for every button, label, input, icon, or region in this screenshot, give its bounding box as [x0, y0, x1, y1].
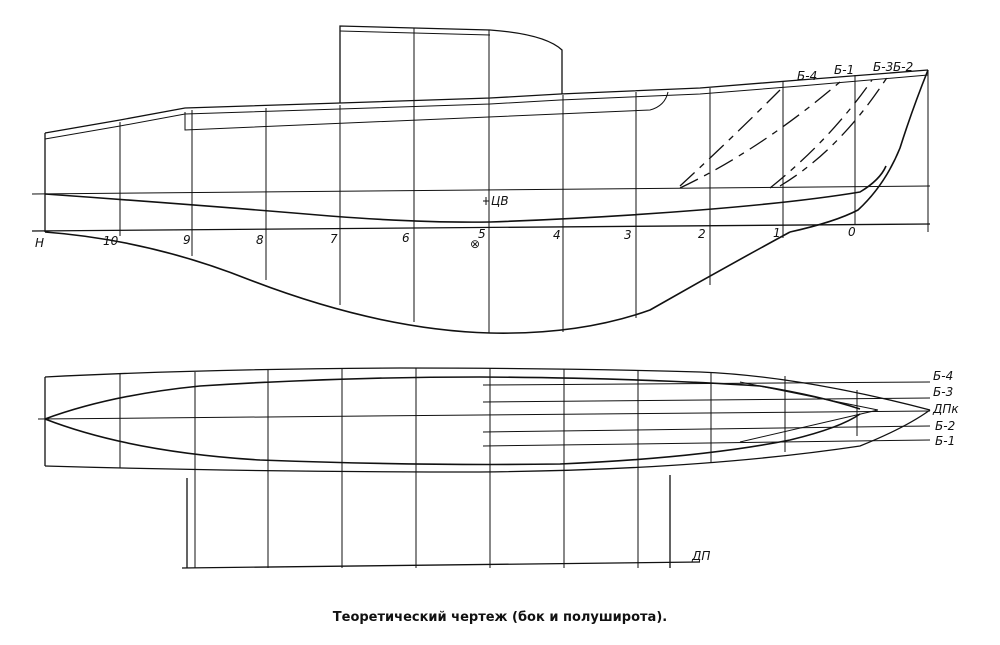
plan-centerline — [37, 410, 931, 420]
profile-buttock-labels: Б-4 Б-1 Б-3 Б-2 — [797, 60, 913, 83]
station-label: 1 — [773, 226, 781, 240]
buttock-b2-profile — [779, 75, 889, 187]
deck-line-inner — [44, 74, 929, 140]
station-label: 9 — [183, 233, 191, 247]
baseline — [31, 223, 931, 232]
plan-dp-line — [181, 561, 701, 569]
plan-lower-edge — [44, 409, 931, 473]
station-label: 2 — [698, 227, 706, 241]
deck-line — [44, 69, 929, 134]
station-label: 4 — [553, 228, 561, 242]
buttock-label: Б-2 — [935, 419, 955, 433]
buttock-b1-plan — [482, 439, 931, 447]
buttock-label: ДПк — [932, 402, 959, 416]
plan-waterline-lower — [44, 413, 861, 466]
midship-mark: ⊗ — [470, 237, 480, 251]
buttock-label: Б-1 — [935, 434, 955, 448]
profile-station-labels: Н 10 9 8 7 6 5 4 3 2 1 0 ⊗ — [35, 225, 856, 251]
plan-upper-edge — [44, 367, 931, 411]
plan-buttock-labels: Б-4 Б-3 ДПк Б-2 Б-1 — [932, 369, 959, 448]
wheelhouse-roof-inner — [339, 30, 491, 36]
cb-label: ЦВ — [491, 194, 509, 208]
buttock-b3-profile — [769, 79, 873, 189]
figure-caption: Теоретический чертеж (бок и полуширота). — [332, 610, 668, 625]
wheelhouse — [339, 25, 563, 103]
buttock-b4-plan — [482, 381, 931, 386]
station-label: Н — [35, 236, 44, 250]
station-label: 5 — [478, 227, 486, 241]
plan-keel-line — [739, 381, 879, 411]
keel-line — [44, 165, 887, 223]
plan-station-lines — [119, 368, 858, 568]
station-label: 7 — [330, 232, 338, 246]
plan-dp-label: ДП — [691, 549, 710, 563]
buttock-b2-plan — [482, 425, 931, 433]
profile-station-lines — [119, 28, 856, 333]
station-label: 0 — [848, 225, 856, 239]
buttock-b3-plan — [482, 397, 931, 403]
station-label: 3 — [624, 228, 632, 242]
buttock-label: Б-2 — [893, 60, 913, 74]
station-label: 6 — [402, 231, 410, 245]
buttock-label: Б-4 — [797, 69, 817, 83]
plan-view: ДП Б-4 Б-3 ДПк Б-2 Б-1 — [37, 367, 959, 569]
station-label: 10 — [103, 234, 119, 248]
bottom-profile — [44, 231, 791, 334]
plan-keel-line — [739, 409, 879, 443]
buttock-label: Б-3 — [933, 385, 953, 399]
buttock-label: Б-1 — [834, 63, 854, 77]
profile-view: ЦВ Н 10 9 8 7 6 5 4 3 2 1 0 ⊗ Б-4 Б-1 Б-… — [31, 25, 931, 334]
stem-line — [789, 69, 929, 233]
bulwark-line — [184, 91, 669, 131]
buttock-b4-profile — [679, 89, 781, 187]
design-waterline — [31, 185, 931, 195]
station-label: 8 — [256, 233, 264, 247]
buttock-label: Б-4 — [933, 369, 953, 383]
buttock-label: Б-3 — [873, 60, 893, 74]
buttock-b1-profile — [679, 81, 841, 189]
